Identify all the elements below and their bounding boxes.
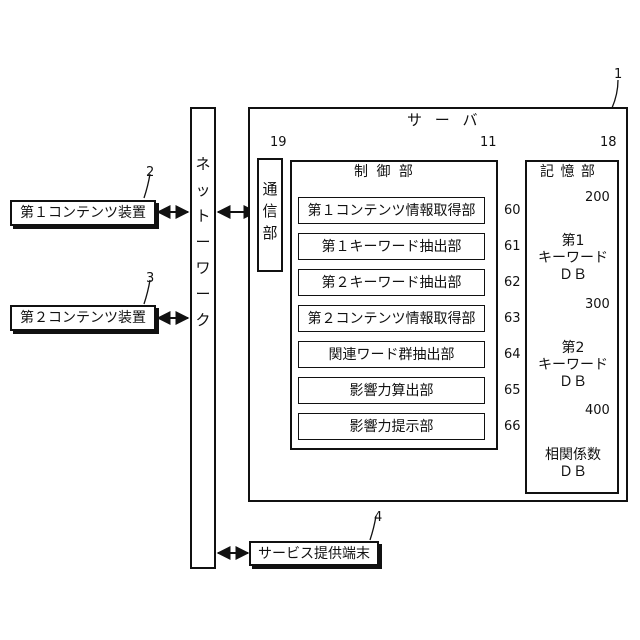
ref-comm: 19 (270, 136, 287, 149)
control-module-label: 第１コンテンツ情報取得部 (308, 204, 476, 218)
network-label-char: ワ (192, 255, 214, 281)
content-device-1: 第１コンテンツ装置 (10, 200, 156, 226)
control-module: 関連ワード群抽出部 (298, 341, 485, 368)
service-terminal-label: サービス提供端末 (258, 547, 370, 561)
control-module-ref: 60 (504, 204, 521, 217)
control-module: 影響力提示部 (298, 413, 485, 440)
ref-control: 11 (480, 136, 497, 149)
database-label-line: ＤＢ (537, 374, 609, 391)
communication-unit-label: 通信部 (259, 178, 281, 244)
database-label-line: ＤＢ (537, 267, 609, 284)
storage-unit (525, 160, 619, 494)
network-label-char: ー (192, 281, 214, 307)
communication-unit: 通信部 (257, 158, 283, 272)
database-label-line: 第2 (537, 340, 609, 357)
service-terminal: サービス提供端末 (249, 541, 379, 566)
database-label-line: キーワード (537, 250, 609, 267)
ref-device-2: 3 (146, 272, 154, 285)
content-device-2: 第２コンテンツ装置 (10, 305, 156, 331)
database-label-line: ＤＢ (537, 464, 609, 481)
database-label-line: キーワード (537, 357, 609, 374)
communication-unit-label-char: 部 (259, 222, 281, 244)
control-module-ref: 62 (504, 276, 521, 289)
content-device-2-label: 第２コンテンツ装置 (20, 311, 146, 325)
content-device-1-label: 第１コンテンツ装置 (20, 206, 146, 220)
control-module-label: 影響力算出部 (350, 384, 434, 398)
server-title: サ ー バ (407, 113, 478, 128)
database-ref: 200 (585, 191, 610, 204)
control-module-ref: 64 (504, 348, 521, 361)
control-module: 第１コンテンツ情報取得部 (298, 197, 485, 224)
storage-unit-title: 記 憶 部 (540, 165, 595, 179)
network: ネットーワーク (190, 107, 216, 569)
control-module-label: 影響力提示部 (350, 420, 434, 434)
network-label-char: ッ (192, 177, 214, 203)
database-label: 第2キーワードＤＢ (537, 340, 609, 391)
database-label-line: 相関係数 (537, 447, 609, 464)
control-module: 影響力算出部 (298, 377, 485, 404)
network-label-char: ト (192, 203, 214, 229)
leader-1 (612, 80, 618, 108)
control-module-label: 第２キーワード抽出部 (322, 276, 462, 290)
communication-unit-label-char: 通 (259, 178, 281, 200)
control-module-label: 第２コンテンツ情報取得部 (308, 312, 476, 326)
control-module-ref: 63 (504, 312, 521, 325)
ref-terminal: 4 (374, 511, 382, 524)
control-unit-title: 制 御 部 (354, 165, 413, 179)
control-module: 第１キーワード抽出部 (298, 233, 485, 260)
network-label-char: ネ (192, 151, 214, 177)
control-module-ref: 65 (504, 384, 521, 397)
control-module-label: 関連ワード群抽出部 (329, 348, 455, 362)
control-module-label: 第１キーワード抽出部 (322, 240, 462, 254)
communication-unit-label-char: 信 (259, 200, 281, 222)
control-module: 第２キーワード抽出部 (298, 269, 485, 296)
control-module-ref: 66 (504, 420, 521, 433)
database-label-line: 第1 (537, 233, 609, 250)
ref-server: 1 (614, 68, 622, 81)
control-module: 第２コンテンツ情報取得部 (298, 305, 485, 332)
database-label: 第1キーワードＤＢ (537, 233, 609, 284)
ref-storage: 18 (600, 136, 617, 149)
database-ref: 300 (585, 298, 610, 311)
database-label: 相関係数ＤＢ (537, 447, 609, 481)
network-label-char: ク (192, 307, 214, 333)
network-label: ネットーワーク (192, 151, 214, 333)
ref-device-1: 2 (146, 166, 154, 179)
database-ref: 400 (585, 404, 610, 417)
network-label-char: ー (192, 229, 214, 255)
control-module-ref: 61 (504, 240, 521, 253)
